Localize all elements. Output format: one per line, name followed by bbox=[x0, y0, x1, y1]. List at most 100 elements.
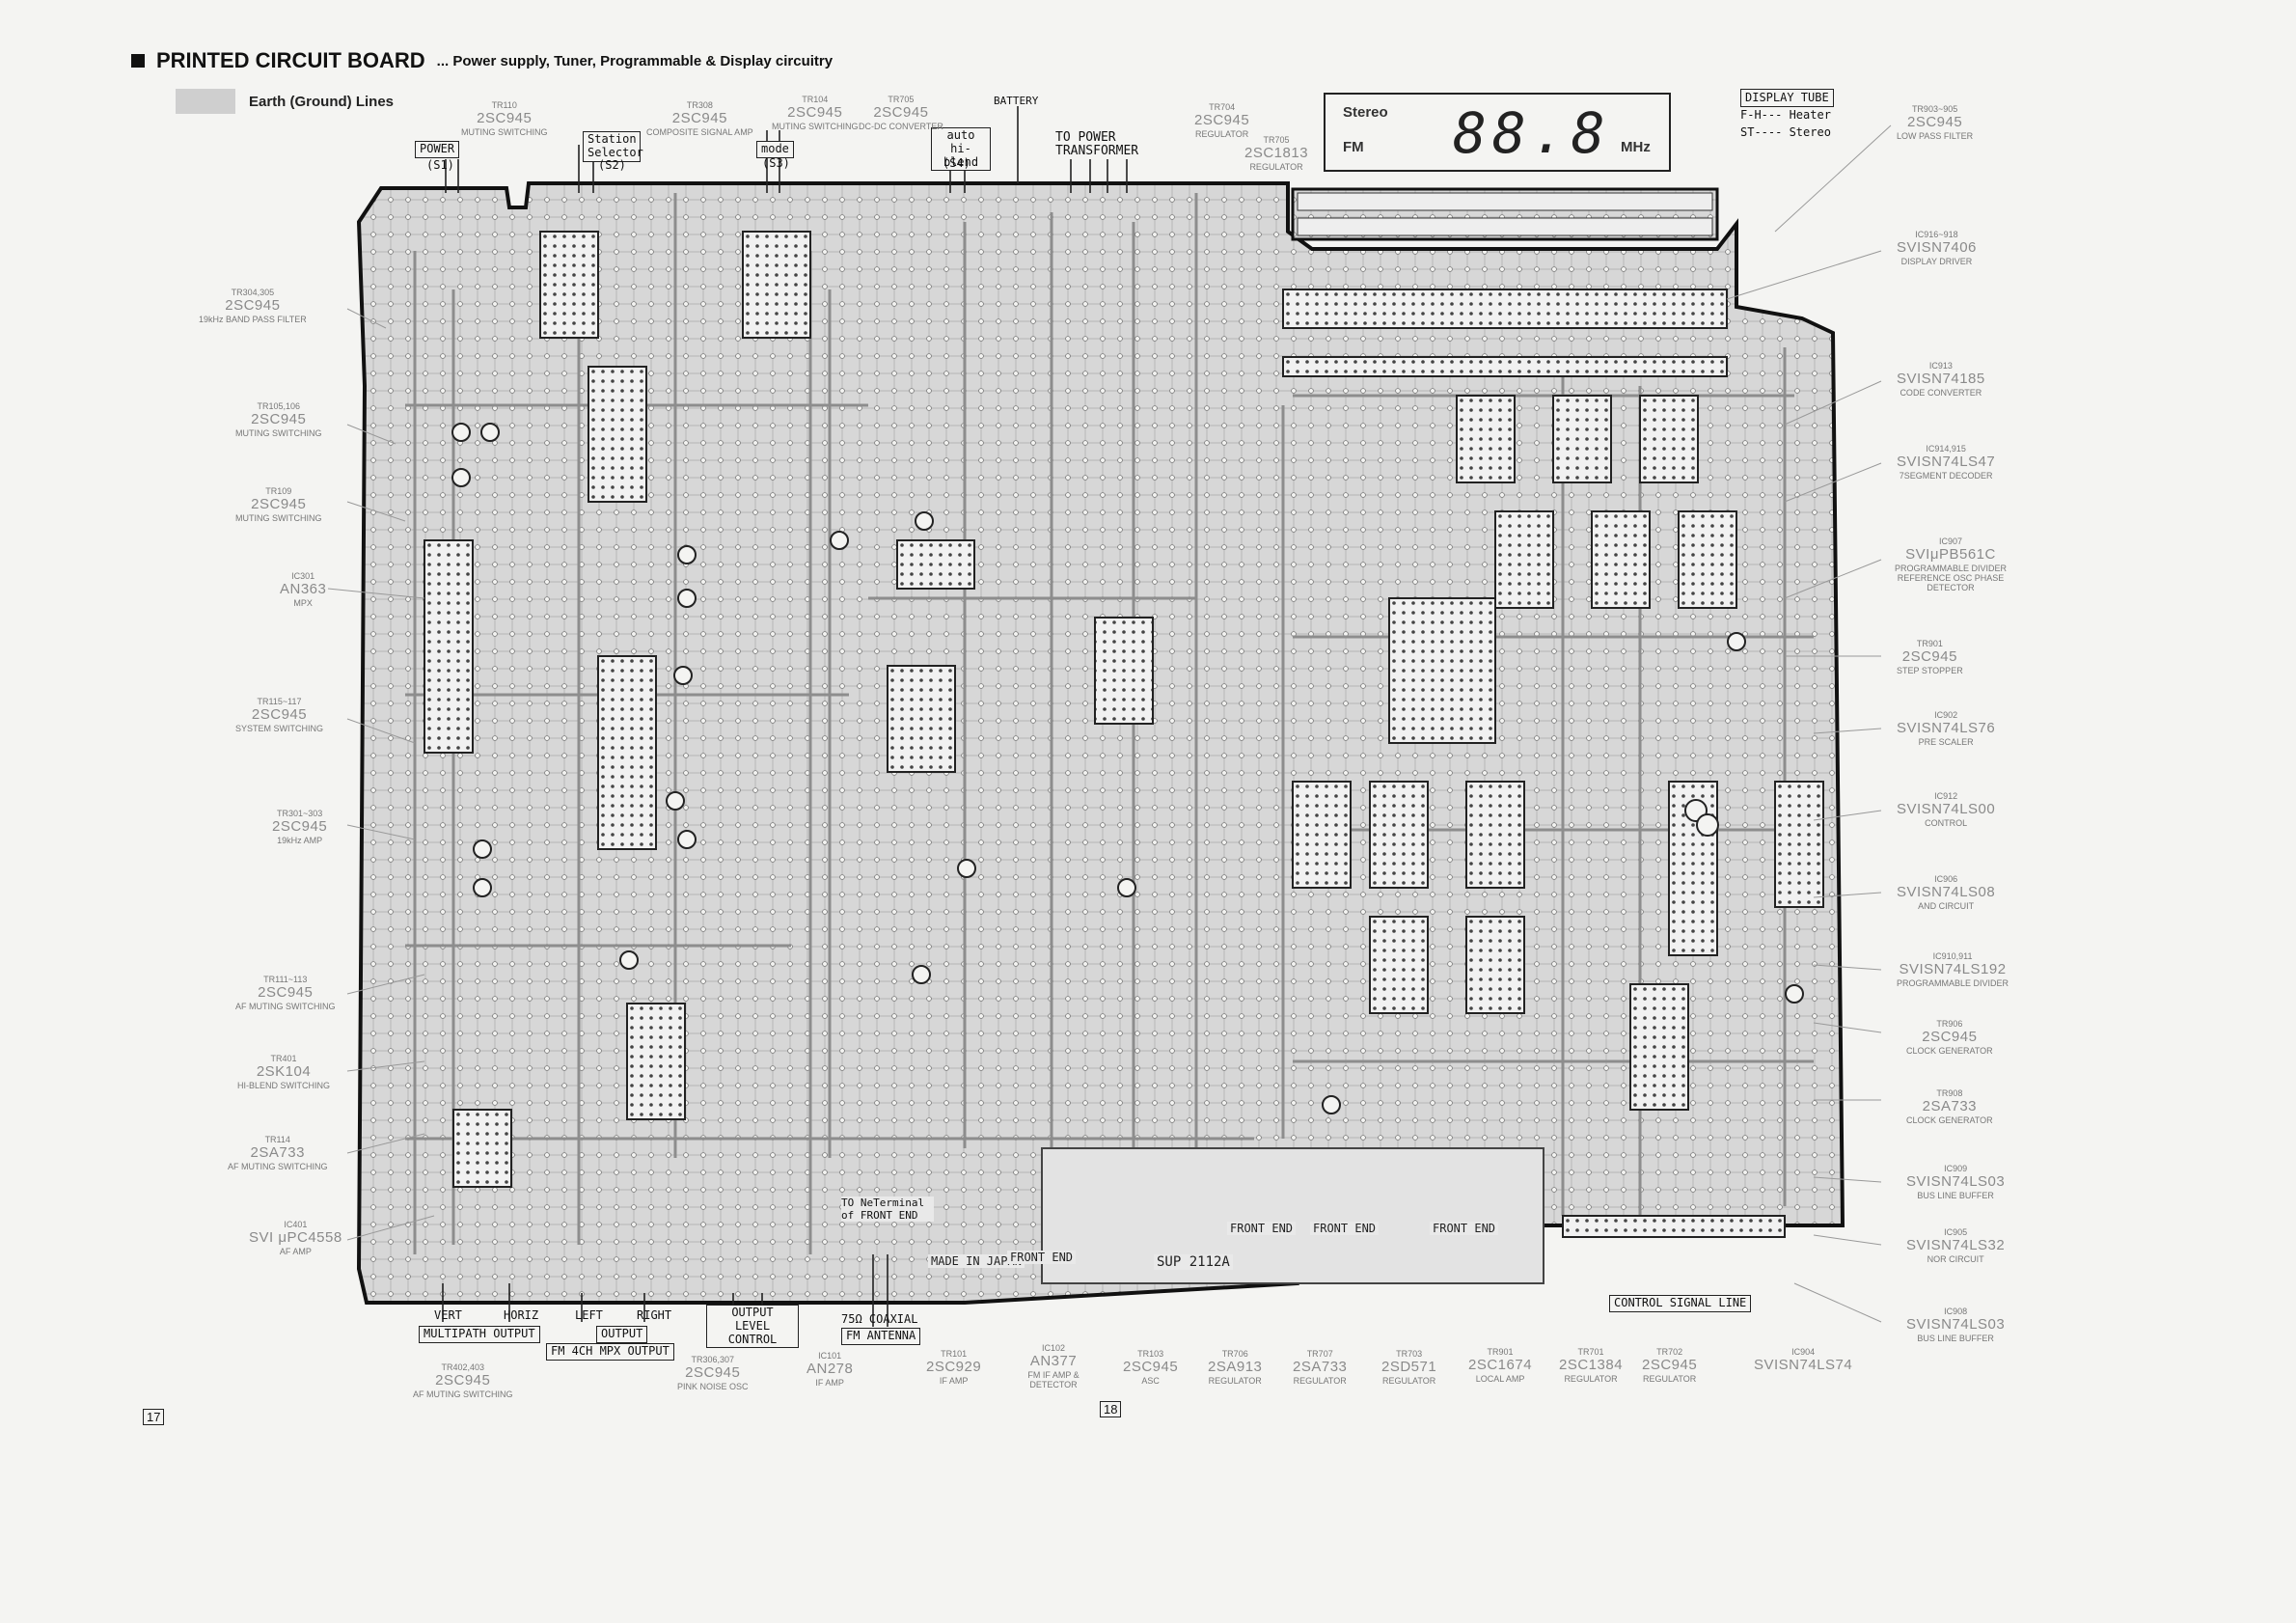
callout-ref: TR101 bbox=[941, 1349, 968, 1359]
callout-part: 2SC945 bbox=[685, 1364, 741, 1382]
battery-label: BATTERY bbox=[994, 95, 1039, 107]
display-tube-title: DISPLAY TUBE bbox=[1740, 89, 1834, 108]
callout-fn: PINK NOISE OSC bbox=[677, 1381, 749, 1391]
power-label: POWER bbox=[420, 142, 455, 155]
callout-part: 2SC945 bbox=[1922, 1029, 1978, 1046]
callout-fn: REGULATOR bbox=[1208, 1375, 1262, 1386]
callout-part: 2SC945 bbox=[251, 706, 308, 724]
callout-ref: TR704 bbox=[1209, 102, 1236, 112]
callout-part: SVISN74LS00 bbox=[1897, 801, 1996, 818]
display-tube-legend: DISPLAY TUBE F-H--- Heater ST---- Stereo bbox=[1740, 89, 1834, 141]
callout-part: SVISN74185 bbox=[1897, 371, 1985, 388]
callout-part: 2SC945 bbox=[272, 818, 328, 836]
coaxial-label: 75Ω COAXIAL bbox=[841, 1312, 918, 1326]
callout-ref: TR304,305 bbox=[231, 288, 275, 297]
callout-part: 2SA733 bbox=[250, 1144, 305, 1162]
callout-fn: REGULATOR bbox=[1293, 1375, 1347, 1386]
callout-ref: TR903~905 bbox=[1911, 104, 1958, 114]
callout-fn: REGULATOR bbox=[1643, 1373, 1697, 1384]
callout-ref: IC907 bbox=[1938, 536, 1963, 546]
callout-part: 2SA913 bbox=[1208, 1359, 1263, 1376]
callout-part: 2SA733 bbox=[1922, 1098, 1978, 1115]
callout-fn: HI-BLEND SWITCHING bbox=[237, 1080, 331, 1090]
fm4ch-box: FM 4CH MPX OUTPUT bbox=[546, 1343, 674, 1361]
display-heater: F-H--- Heater bbox=[1740, 108, 1831, 123]
callout-part: 2SK104 bbox=[256, 1063, 312, 1081]
callout-ref: TR306,307 bbox=[691, 1355, 735, 1364]
callout-ref: TR701 bbox=[1577, 1347, 1604, 1357]
callout-part: 2SC945 bbox=[435, 1372, 491, 1389]
callout-part: SVISN74LS192 bbox=[1899, 961, 2007, 978]
callout-part: 2SC945 bbox=[1194, 112, 1250, 129]
callout-part: 2SC929 bbox=[926, 1359, 982, 1376]
callout-part: 2SC945 bbox=[1123, 1359, 1179, 1376]
output-level-box: OUTPUT LEVEL CONTROL bbox=[706, 1305, 799, 1349]
callout-ref: IC401 bbox=[284, 1220, 308, 1229]
callout-fn: PROGRAMMABLE DIVIDER bbox=[1897, 977, 2009, 988]
callout-part: 2SC945 bbox=[873, 104, 929, 122]
callout-fn: LOW PASS FILTER bbox=[1897, 130, 1974, 141]
callout-fn: AF AMP bbox=[279, 1246, 312, 1256]
mode-label: mode bbox=[761, 142, 789, 155]
callout-fn: CLOCK GENERATOR bbox=[1906, 1114, 1993, 1125]
callout-part: 2SC945 bbox=[477, 110, 533, 127]
callout-part: SVISN74LS03 bbox=[1906, 1173, 2006, 1191]
callout-part: 2SC945 bbox=[1642, 1357, 1698, 1374]
callout-fn: DISPLAY DRIVER bbox=[1900, 256, 1973, 266]
callout-ref: TR705 bbox=[1263, 135, 1290, 145]
callout-part: AN278 bbox=[806, 1361, 854, 1378]
callout-part: SVISN7406 bbox=[1897, 239, 1977, 257]
callout-ref: IC906 bbox=[1934, 874, 1958, 884]
callout-ref: IC301 bbox=[291, 571, 315, 581]
callout-ref: TR402,403 bbox=[441, 1362, 485, 1372]
callout-fn: 7SEGMENT DECODER bbox=[1899, 470, 1993, 481]
callout-ref: IC102 bbox=[1041, 1343, 1066, 1353]
callout-fn: REGULATOR bbox=[1195, 128, 1249, 139]
station-s2: (S2) bbox=[598, 158, 626, 172]
callout-ref: IC916~918 bbox=[1915, 230, 1958, 239]
right-label: RIGHT bbox=[637, 1308, 672, 1322]
callout-fn: CODE CONVERTER bbox=[1900, 387, 1982, 398]
callout-part: 2SC945 bbox=[1901, 648, 1957, 666]
callout-part: SVISN74LS08 bbox=[1897, 884, 1996, 901]
callout-fn: REGULATOR bbox=[1382, 1375, 1436, 1386]
vert-label: VERT bbox=[434, 1308, 462, 1322]
ground-legend: Earth (Ground) Lines bbox=[176, 89, 394, 114]
callout-part: 2SC945 bbox=[251, 496, 307, 513]
callout-ref: TR707 bbox=[1306, 1349, 1333, 1359]
callout-fn: BUS LINE BUFFER bbox=[1917, 1333, 1994, 1343]
callout-part: 2SD571 bbox=[1381, 1359, 1437, 1376]
callout-part: 2SC945 bbox=[671, 110, 727, 127]
callout-ref: TR115~117 bbox=[257, 697, 302, 706]
display-frequency: 88.8 bbox=[1453, 100, 1611, 166]
autoblend-label: auto hi-blend bbox=[943, 128, 979, 169]
callout-part: AN363 bbox=[280, 581, 327, 598]
board-code: SUP 2112A bbox=[1154, 1254, 1233, 1270]
callout-fn: AF MUTING SWITCHING bbox=[235, 1001, 336, 1011]
callout-part: SVISN74LS03 bbox=[1906, 1316, 2006, 1334]
autoblend-s4: (S4) bbox=[943, 156, 970, 170]
station-label: Station Selector bbox=[588, 132, 643, 159]
callout-ref: TR111~113 bbox=[263, 975, 308, 984]
callout-fn: MUTING SWITCHING bbox=[461, 126, 548, 137]
callout-fn: CLOCK GENERATOR bbox=[1906, 1045, 1993, 1056]
made-in-japan: MADE IN JAPAN bbox=[928, 1254, 1025, 1268]
callout-ref: TR703 bbox=[1396, 1349, 1423, 1359]
